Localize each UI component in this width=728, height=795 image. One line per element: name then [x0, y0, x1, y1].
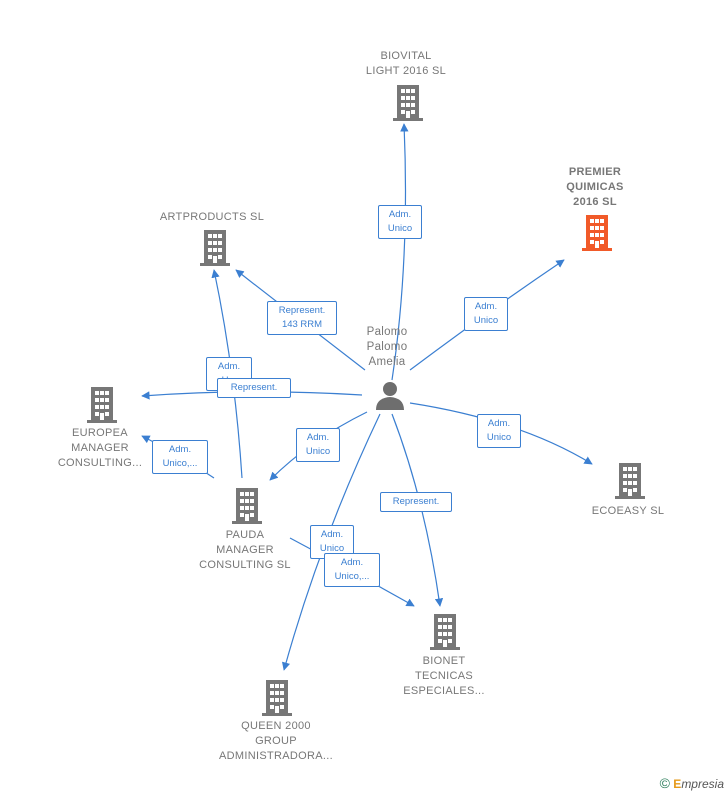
company-node-premier[interactable]: PREMIER QUIMICAS 2016 SL: [552, 165, 638, 210]
company-node-bionet[interactable]: BIONET TECNICAS ESPECIALES...: [394, 654, 494, 699]
building-icon[interactable]: [262, 680, 292, 716]
company-label-ecoeasy: ECOEASY SL: [591, 505, 665, 517]
company-node-biovital[interactable]: BIOVITAL LIGHT 2016 SL: [353, 49, 459, 79]
relation-label-artproducts[interactable]: Represent. 143 RRM: [267, 301, 337, 335]
company-label-bionet: BIONET TECNICAS ESPECIALES...: [403, 655, 485, 697]
company-label-premier: PREMIER QUIMICAS 2016 SL: [566, 166, 624, 208]
relation-label-premier[interactable]: Adm. Unico: [464, 297, 508, 331]
company-label-queen: QUEEN 2000 GROUP ADMINISTRADORA...: [219, 720, 333, 762]
company-node-queen[interactable]: QUEEN 2000 GROUP ADMINISTRADORA...: [208, 719, 344, 764]
person-node-center[interactable]: Palomo Palomo Amelia: [345, 325, 429, 370]
edge-to-biovital: [391, 123, 409, 381]
person-name: Palomo Palomo Amelia: [366, 326, 408, 368]
relation-label-bionet-pauda[interactable]: Adm. Unico,...: [324, 553, 380, 587]
relation-label-pauda[interactable]: Adm. Unico: [296, 428, 340, 462]
company-label-pauda: PAUDA MANAGER CONSULTING SL: [199, 529, 291, 571]
copyright-symbol: ©: [659, 775, 670, 791]
relation-label-bionet[interactable]: Represent.: [380, 492, 452, 512]
building-icon[interactable]: [87, 387, 117, 423]
building-icon[interactable]: [393, 85, 423, 121]
building-icon[interactable]: [615, 463, 645, 499]
company-label-artproducts: ARTPRODUCTS SL: [159, 211, 265, 223]
relation-label-biovital[interactable]: Adm. Unico: [378, 205, 422, 239]
building-icon[interactable]: [200, 230, 230, 266]
brand-logo-initial: E: [673, 777, 682, 791]
company-node-artproducts[interactable]: ARTPRODUCTS SL: [152, 210, 272, 225]
company-node-pauda[interactable]: PAUDA MANAGER CONSULTING SL: [190, 528, 300, 573]
building-icon[interactable]: [430, 614, 460, 650]
company-label-europea: EUROPEA MANAGER CONSULTING...: [57, 427, 143, 469]
person-icon[interactable]: [374, 380, 406, 410]
relation-label-europea-rep[interactable]: Represent.: [217, 378, 291, 398]
relation-label-europea-pauda[interactable]: Adm. Unico,...: [152, 440, 208, 474]
company-node-europea[interactable]: EUROPEA MANAGER CONSULTING...: [52, 426, 148, 471]
building-icon[interactable]: [232, 488, 262, 524]
building-icon[interactable]: [582, 215, 612, 251]
relation-label-ecoeasy[interactable]: Adm. Unico: [477, 414, 521, 448]
brand-footer: © Empresia: [660, 775, 724, 791]
company-node-ecoeasy[interactable]: ECOEASY SL: [580, 504, 676, 519]
company-label-biovital: BIOVITAL LIGHT 2016 SL: [365, 50, 447, 77]
brand-logo-text: mpresia: [681, 777, 724, 791]
